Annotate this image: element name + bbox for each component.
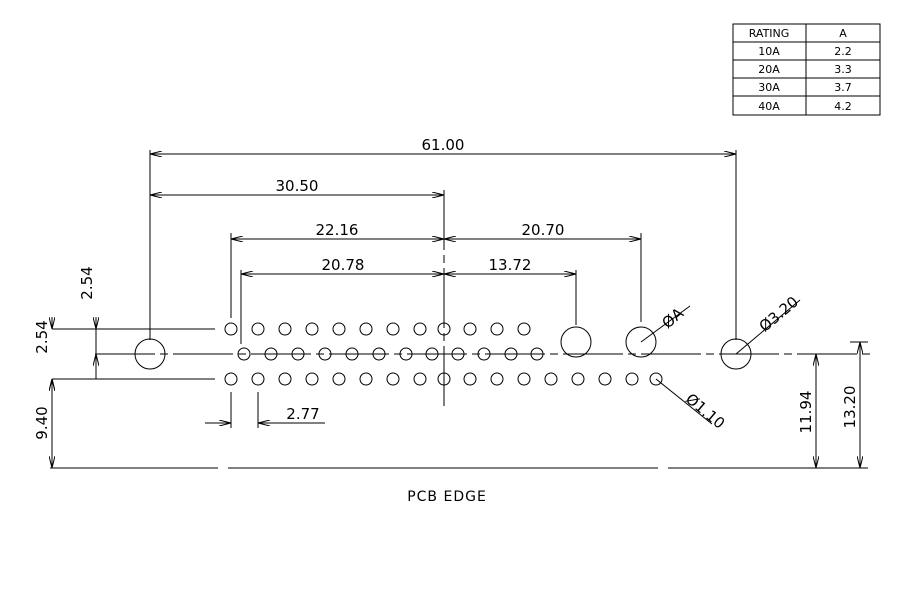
dim-pcb-offset: 9.40 (33, 406, 51, 439)
pin-hole (464, 323, 476, 335)
pin-hole (400, 348, 412, 360)
pin-hole (265, 348, 277, 360)
dim-mount-height-large: 13.20 (841, 386, 859, 429)
pcb-edge-label: PCB EDGE (407, 489, 487, 505)
pin-hole (225, 373, 237, 385)
dim-hole-pin: Ø1.10 (682, 390, 728, 433)
pin-hole (319, 348, 331, 360)
pin-hole (518, 373, 530, 385)
pin-hole (387, 323, 399, 335)
pin-hole (545, 373, 557, 385)
dimension-lines (52, 154, 860, 468)
pin-hole (426, 348, 438, 360)
dim-half: 30.50 (276, 177, 319, 195)
pin-hole (279, 373, 291, 385)
a-header: A (839, 27, 847, 40)
dim-hole-a: ØA (659, 304, 688, 332)
pin-hole (360, 373, 372, 385)
a-cell: 4.2 (834, 100, 852, 113)
dim-mount-height-small: 11.94 (797, 391, 815, 434)
pin-hole (518, 323, 530, 335)
pin-hole (333, 323, 345, 335)
pin-hole (491, 323, 503, 335)
rating-cell: 20A (758, 63, 780, 76)
pin-hole (414, 373, 426, 385)
pin-hole (572, 373, 584, 385)
dim-right-inner: 13.72 (489, 256, 532, 274)
pin-hole (599, 373, 611, 385)
pin-hole (252, 373, 264, 385)
pin-hole (531, 348, 543, 360)
extension-lines (150, 150, 868, 428)
dim-pin-pitch: 2.77 (286, 405, 319, 423)
mount-hole-left (135, 339, 165, 369)
pin-hole (452, 348, 464, 360)
power-hole-a (626, 327, 656, 357)
pin-hole (414, 323, 426, 335)
pin-hole (650, 373, 662, 385)
rating-header: RATING (749, 27, 790, 40)
rating-cell: 40A (758, 100, 780, 113)
dim-row-total: 2.54 (33, 320, 51, 353)
pin-hole (626, 373, 638, 385)
pin-hole (292, 348, 304, 360)
pin-hole (491, 373, 503, 385)
rating-cell: 10A (758, 45, 780, 58)
dim-left-span: 22.16 (316, 221, 359, 239)
pin-hole (478, 348, 490, 360)
pin-hole (252, 323, 264, 335)
pin-hole (464, 373, 476, 385)
pin-hole (306, 323, 318, 335)
pin-hole (360, 323, 372, 335)
pin-hole (438, 373, 450, 385)
pin-hole (505, 348, 517, 360)
pin-hole (279, 323, 291, 335)
pin-hole (238, 348, 250, 360)
pin-row-top (225, 323, 530, 335)
rating-table: RATING A 10A 2.2 20A 3.3 30A 3.7 40A 4.2 (733, 24, 880, 115)
power-hole-a (561, 327, 591, 357)
pin-hole (306, 373, 318, 385)
center-lines (95, 190, 870, 410)
pin-hole (333, 373, 345, 385)
dim-right-span: 20.70 (522, 221, 565, 239)
rating-cell: 30A (758, 81, 780, 94)
mounting-holes (135, 327, 751, 369)
dim-overall: 61.00 (422, 136, 465, 154)
pin-row-middle (238, 348, 543, 360)
pin-hole (373, 348, 385, 360)
a-cell: 3.3 (834, 63, 852, 76)
dim-hole-mount: Ø3.20 (756, 293, 802, 336)
pin-hole (225, 323, 237, 335)
leader-lines (641, 300, 800, 424)
pin-hole (346, 348, 358, 360)
dim-left-inner: 20.78 (322, 256, 365, 274)
dimension-labels: 61.00 30.50 22.16 20.70 20.78 13.72 2.77… (33, 136, 859, 505)
a-cell: 3.7 (834, 81, 852, 94)
dim-row-pitch: 2.54 (78, 266, 96, 299)
a-cell: 2.2 (834, 45, 852, 58)
mount-hole-right (721, 339, 751, 369)
pin-hole (438, 323, 450, 335)
pin-hole (387, 373, 399, 385)
pin-row-bottom (225, 373, 662, 385)
